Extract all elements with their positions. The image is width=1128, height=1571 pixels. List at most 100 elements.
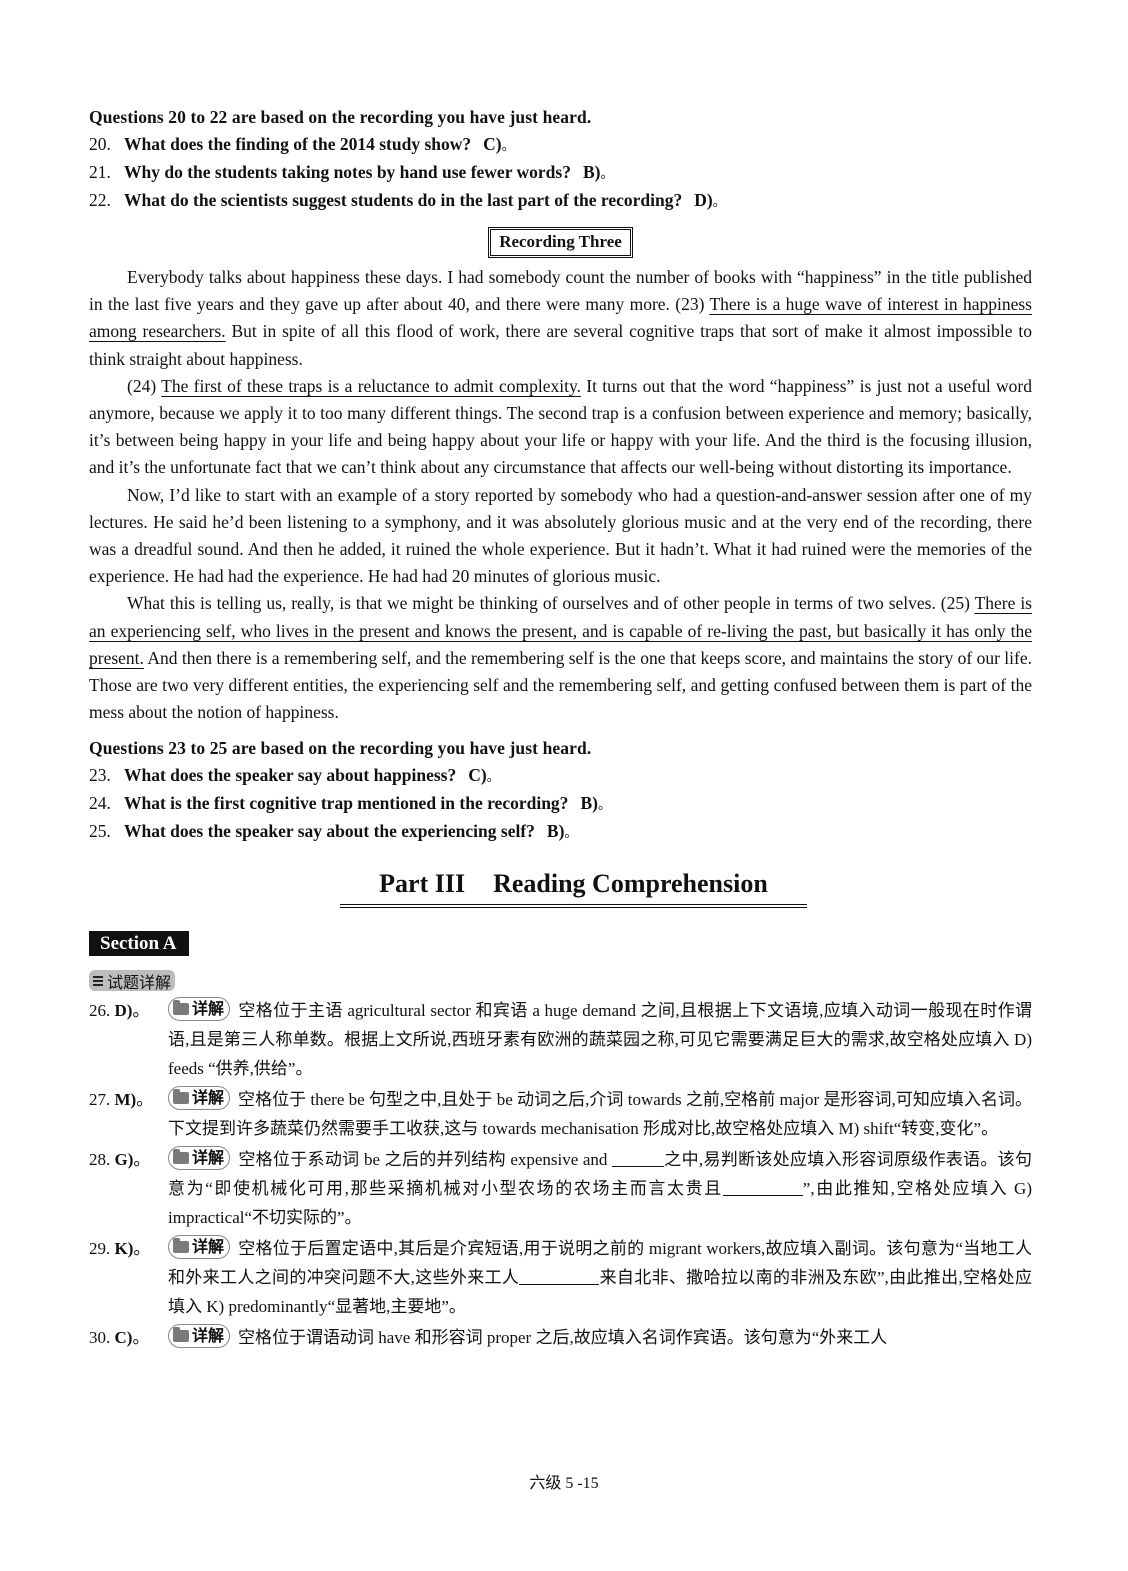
folder-icon: [173, 1148, 189, 1164]
part-label: Part III: [379, 869, 466, 899]
explanation-item: 30. C)。 详解空格位于谓语动词 have 和形容词 proper 之后,故…: [89, 1323, 1032, 1352]
explanation-item: 29. K)。 详解空格位于后置定语中,其后是介宾短语,用于说明之前的 migr…: [89, 1234, 1032, 1321]
detail-tag-label: 试题详解: [107, 972, 172, 992]
item-lead: 30. C)。: [89, 1323, 149, 1352]
explain-pill: 详解: [168, 1085, 231, 1110]
answer-choice: C): [483, 134, 502, 154]
part-title: Part III Reading Comprehension: [340, 868, 807, 909]
period-mark: 。: [564, 825, 578, 841]
answer-choice: D): [694, 190, 713, 210]
item-lead: 28. G)。: [89, 1145, 150, 1174]
transcript-paragraph: What this is telling us, really, is that…: [89, 590, 1032, 726]
explain-pill: 详解: [168, 996, 231, 1021]
transcript-text: Now, I’d like to start with an example o…: [89, 484, 1032, 587]
explain-pill: 详解: [168, 1323, 231, 1348]
question-number: 20.: [89, 134, 111, 154]
question-item: 21. Why do the students taking notes by h…: [89, 159, 1032, 187]
period-mark: 。: [133, 1149, 151, 1169]
item-answer: C): [114, 1327, 133, 1347]
item-lead: 26. D)。: [89, 996, 149, 1025]
period-mark: 。: [486, 769, 500, 785]
underlined-answer-sentence: There is an experiencing self, who lives…: [89, 593, 1032, 668]
transcript-paragraph: (24) The first of these traps is a reluc…: [89, 373, 1032, 482]
answer-choice: B): [582, 162, 601, 182]
answer-choice: B): [580, 793, 598, 814]
question-set-heading: Questions 20 to 22 are based on the reco…: [89, 107, 592, 127]
transcript-text: Everybody talks about happiness these da…: [89, 267, 1032, 315]
question-number: 24.: [89, 793, 111, 814]
explain-pill: 详解: [168, 1145, 231, 1170]
fill-blank: [519, 1268, 600, 1285]
explanation-text: 空格位于谓语动词 have 和形容词 proper 之后,故应填入名词作宾语。该…: [238, 1327, 888, 1347]
detail-tag: 试题详解: [89, 970, 176, 992]
transcript-paragraph: Everybody talks about happiness these da…: [89, 264, 1032, 373]
question-text: What does the speaker say about happines…: [124, 765, 457, 786]
period-mark: 。: [132, 1327, 150, 1347]
question-text: What does the finding of the 2014 study …: [124, 134, 472, 154]
transcript-text: And then there is a remembering self, an…: [89, 647, 1032, 723]
answer-choice: B): [546, 821, 565, 842]
transcript-text: But in spite of all this flood of work, …: [89, 321, 1032, 369]
page-number: 六级 5 -15: [529, 1475, 599, 1492]
fill-blank: [722, 1179, 803, 1196]
item-number: 26.: [89, 1000, 111, 1020]
underlined-answer-sentence: There is a huge wave of interest in happ…: [89, 294, 1032, 342]
explain-pill-label: 详解: [192, 1147, 225, 1167]
question-item: 25.What does the speaker say about the e…: [89, 818, 1032, 846]
explain-pill: 详解: [168, 1234, 231, 1259]
explanation-text: 空格位于系动词 be 之后的并列结构 expensive and: [238, 1149, 612, 1169]
question-number: 22.: [89, 190, 111, 210]
explanation-item: 27. M)。 详解空格位于 there be 句型之中,且处于 be 动词之后…: [89, 1085, 1032, 1143]
question-number: 23.: [89, 765, 111, 786]
section-label: Section A: [89, 931, 189, 957]
question-text: What do the scientists suggest students …: [124, 190, 683, 210]
explain-pill-label: 详解: [192, 998, 225, 1018]
period-mark: 。: [132, 1000, 150, 1020]
question-item: 22. What do the scientists suggest studen…: [89, 187, 1032, 215]
period-mark: 。: [600, 166, 614, 181]
page-content: Questions 20 to 22 are based on the reco…: [89, 104, 1032, 1352]
question-item: 20. What does the finding of the 2014 stu…: [89, 131, 1032, 159]
answer-choice: C): [468, 765, 487, 786]
recording-title-wrap: Recording Three: [89, 227, 1032, 258]
question-number: 21.: [89, 162, 111, 182]
explanation-text: ”,由此推知,空格处应填入 G) impractical“不切实际的”。: [168, 1178, 1032, 1227]
folder-icon: [173, 1237, 189, 1253]
list-icon: [93, 975, 105, 987]
period-mark: 。: [133, 1238, 151, 1258]
item-answer: K): [114, 1238, 134, 1258]
explanation-text: 空格位于后置定语中,其后是介宾短语,用于说明之前的 migrant worker…: [168, 1238, 1032, 1287]
explain-pill-label: 详解: [192, 1236, 225, 1256]
recording-title: Recording Three: [488, 227, 633, 258]
folder-icon: [173, 1088, 189, 1104]
question-text: Why do the students taking notes by hand…: [124, 162, 571, 182]
explanation-item: 26. D)。 详解空格位于主语 agricultural sector 和宾语…: [89, 996, 1032, 1083]
explain-pill-label: 详解: [192, 1325, 225, 1345]
question-set-heading: Questions 23 to 25 are based on the reco…: [89, 738, 592, 759]
explanation-text: 空格位于主语 agricultural sector 和宾语 a huge de…: [168, 1000, 1032, 1078]
question-item: 24.What is the first cognitive trap ment…: [89, 790, 1032, 818]
period-mark: 。: [136, 1089, 154, 1109]
folder-icon: [173, 1326, 189, 1342]
part-name: Reading Comprehension: [493, 869, 768, 899]
item-number: 30.: [89, 1327, 111, 1347]
question-number: 25.: [89, 821, 111, 842]
fill-blank: [611, 1150, 664, 1167]
explanation-text: 来自北非、撒哈拉以南的非洲及东欧”,由此推出,空格处应填入 K) predomi…: [168, 1267, 1032, 1316]
item-answer: M): [114, 1089, 137, 1109]
period-mark: 。: [597, 797, 611, 813]
explanation-text: 空格位于 there be 句型之中,且处于 be 动词之后,介词 toward…: [168, 1089, 1032, 1138]
period-mark: 。: [712, 194, 726, 209]
item-lead: 29. K)。: [89, 1234, 150, 1263]
transcript-text: (24): [127, 375, 162, 396]
transcript-text: What this is telling us, really, is that…: [127, 593, 975, 614]
explanation-text: 之中,易判断该处应填入形容词原级作表语。该句意为“即使机械化可用,那些采摘机械对…: [168, 1149, 1032, 1198]
item-number: 29.: [89, 1238, 111, 1258]
item-number: 28.: [89, 1149, 111, 1169]
transcript-text: It turns out that the word “happiness” i…: [89, 375, 1032, 478]
item-lead: 27. M)。: [89, 1085, 153, 1114]
transcript-paragraph: Now, I’d like to start with an example o…: [89, 482, 1032, 591]
folder-icon: [173, 999, 189, 1015]
item-number: 27.: [89, 1089, 111, 1109]
question-item: 23. What does the speaker say about happi…: [89, 762, 1032, 790]
